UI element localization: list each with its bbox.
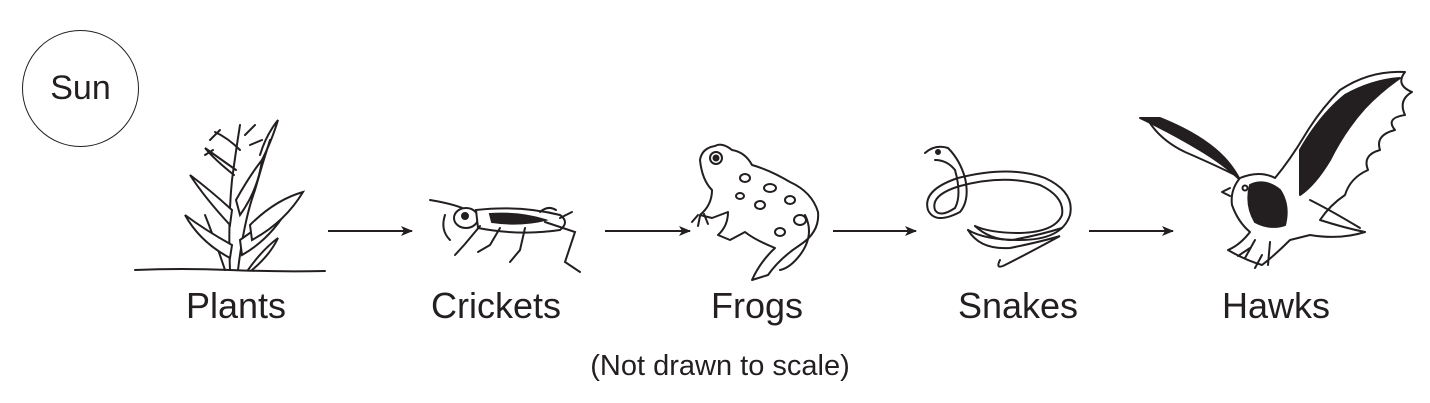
sun-circle: Sun (22, 30, 139, 147)
sun-label: Sun (50, 69, 111, 107)
hawk-icon (1139, 70, 1413, 269)
label-plants: Plants (185, 285, 287, 326)
snake-icon (924, 145, 1072, 268)
label-frogs: Frogs (710, 285, 804, 326)
frog-icon (691, 143, 820, 281)
label-hawks: Hawks (1221, 285, 1331, 326)
plant-icon (134, 119, 326, 273)
label-snakes: Snakes (957, 285, 1079, 326)
scale-note: (Not drawn to scale) (590, 350, 850, 382)
label-crickets: Crickets (430, 285, 561, 326)
cricket-icon (429, 199, 581, 273)
